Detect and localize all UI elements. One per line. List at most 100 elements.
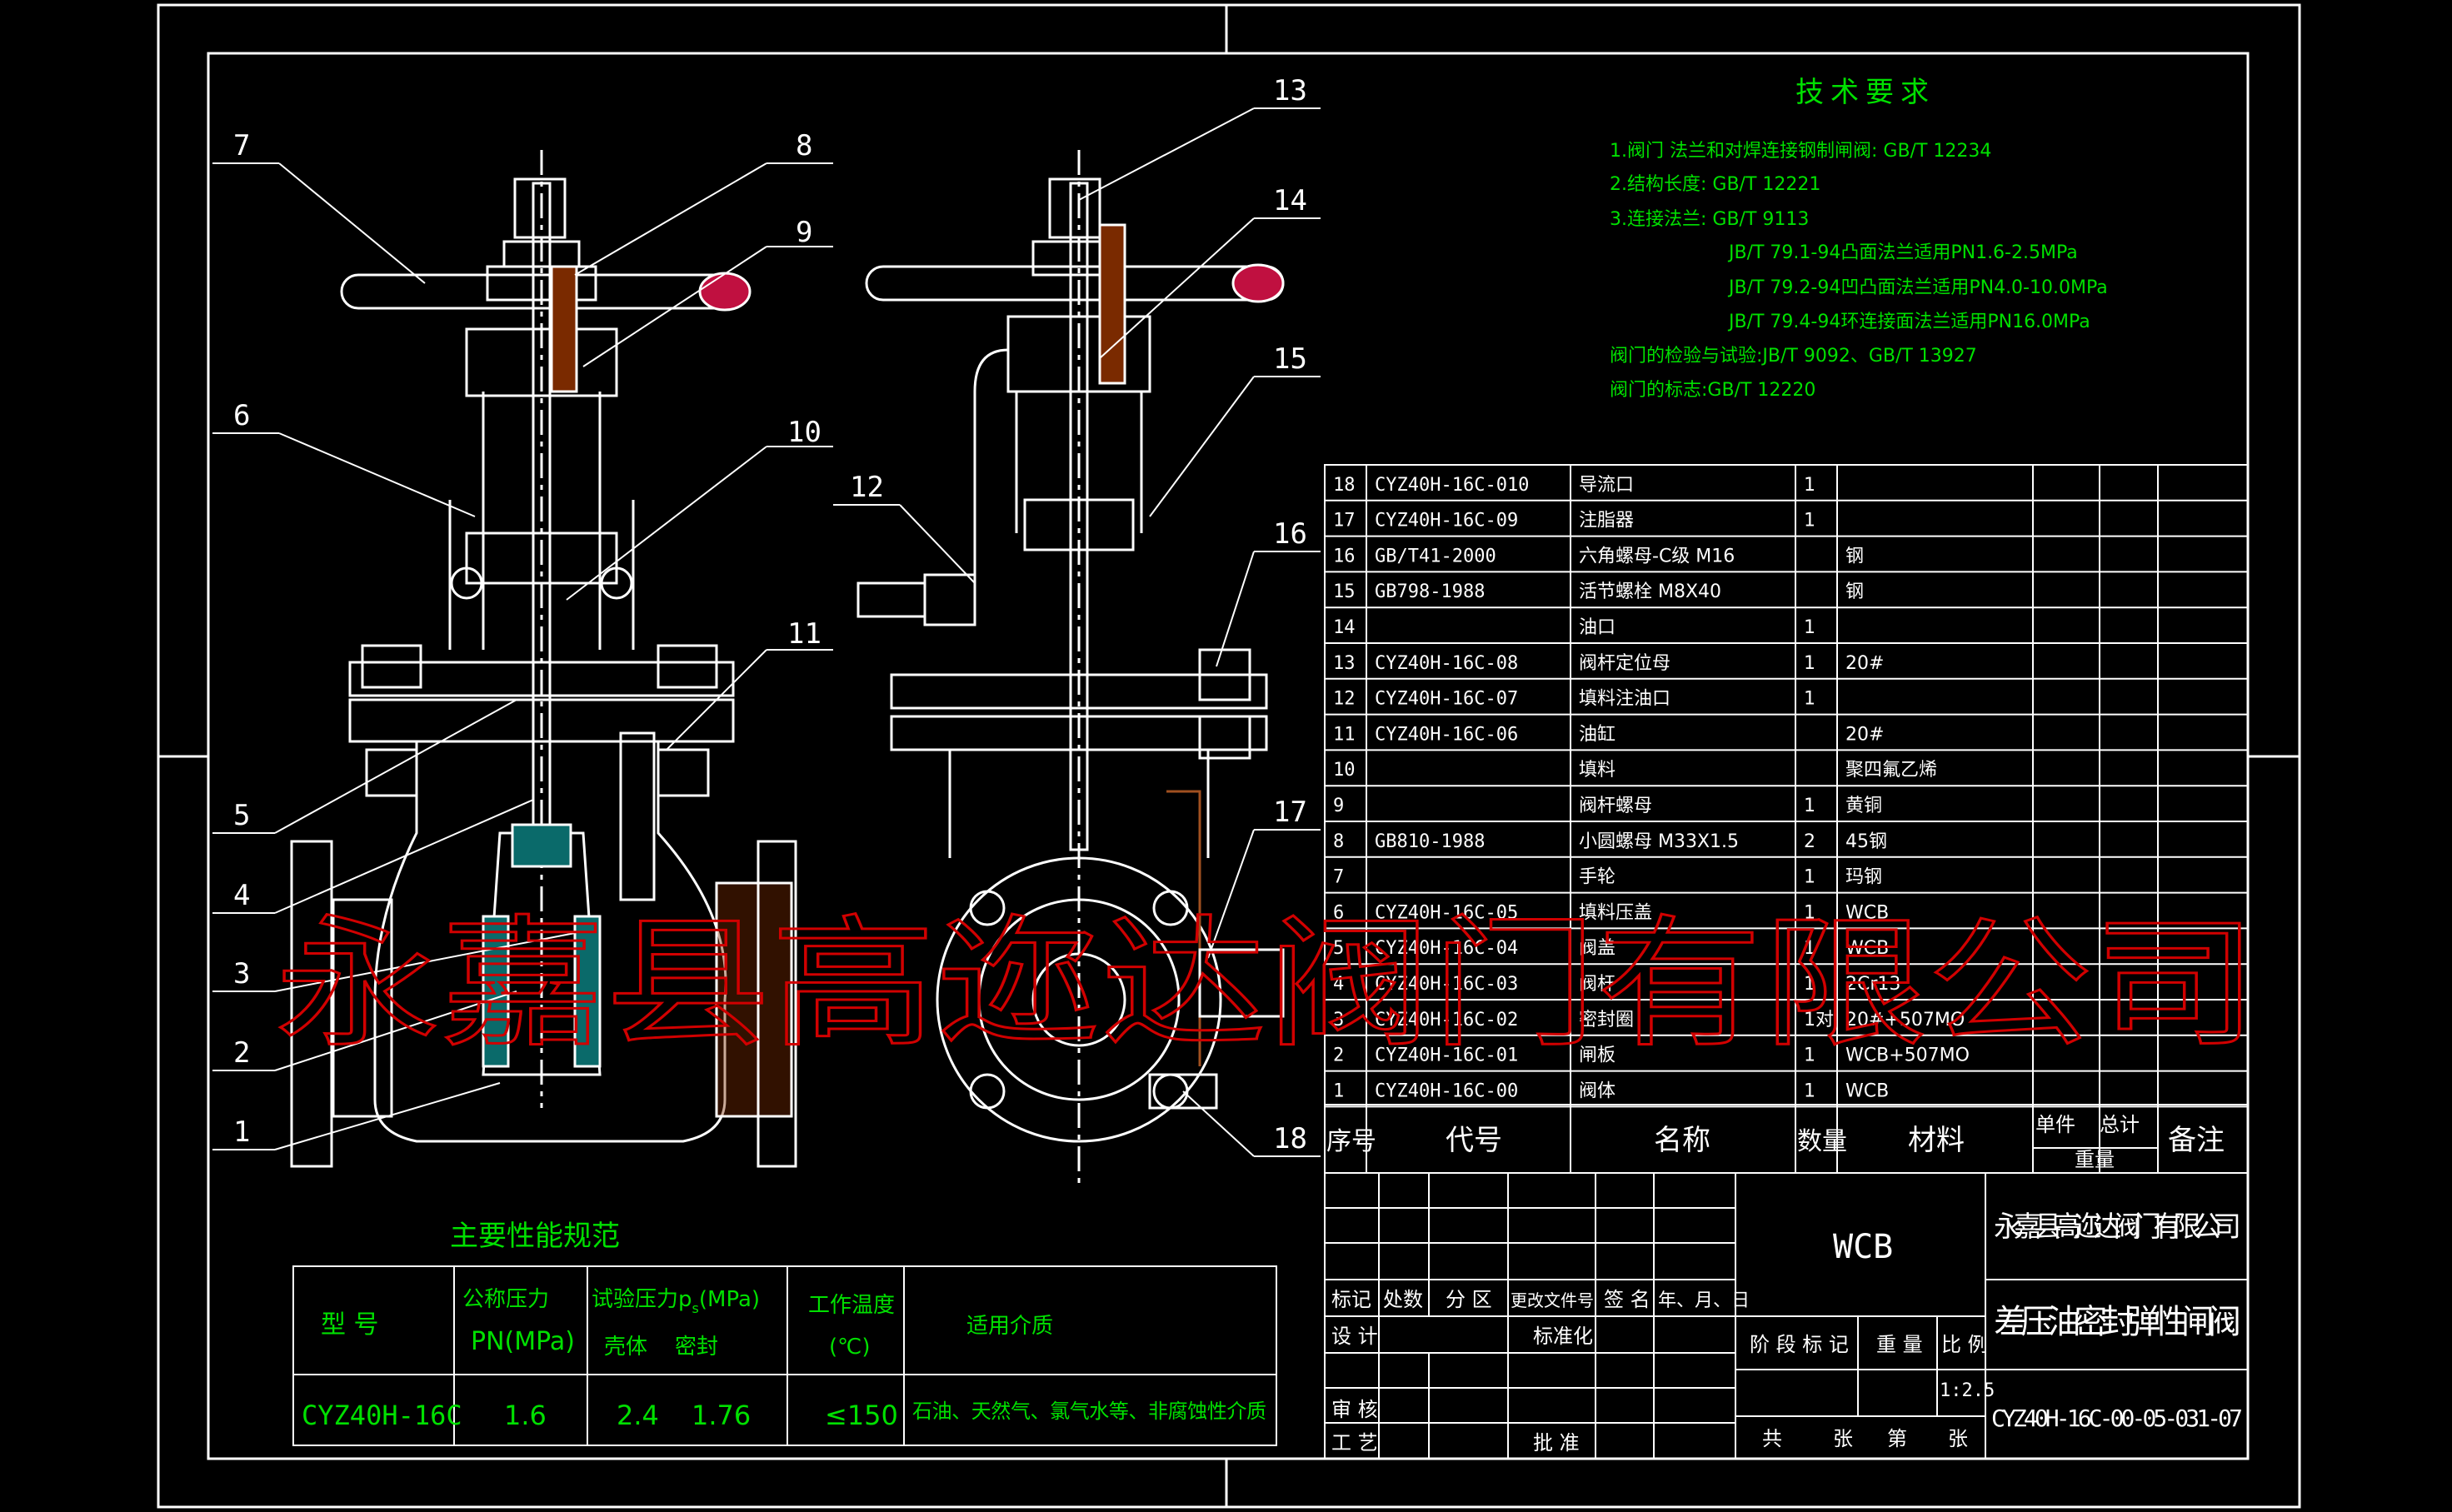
balloon-17: 17	[1273, 796, 1307, 829]
tech-line-8: 阀门的标志:GB/T 12220	[1610, 380, 1815, 401]
parts-row-no: 18	[1333, 475, 1356, 496]
parts-row-name: 注脂器	[1579, 511, 1634, 531]
perf-header-temp1: 工作温度	[808, 1293, 895, 1318]
parts-row-qty: 1	[1804, 511, 1815, 531]
perf-header-pn1: 公称压力	[462, 1287, 549, 1312]
parts-row-name: 阀杆螺母	[1579, 796, 1652, 816]
parts-row-qty: 1	[1804, 902, 1815, 923]
label-zone: 分 区	[1446, 1288, 1492, 1311]
balloon-5: 5	[233, 799, 250, 832]
title-block-grid	[1324, 1172, 2249, 1460]
parts-list-grid	[1324, 464, 2249, 1174]
parts-row-name: 填料	[1579, 760, 1616, 781]
tech-requirements: 技术要求 1.阀门 法兰和对焊连接钢制闸阀: GB/T 12234 2.结构长度…	[1610, 76, 2108, 401]
parts-row-code: CYZ40H-16C-04	[1375, 938, 1518, 959]
perf-row-pn: 1.6	[504, 1400, 547, 1431]
parts-row-no: 2	[1333, 1045, 1344, 1066]
parts-row-name: 闸板	[1579, 1045, 1616, 1066]
parts-row-name: 小圆螺母 M33X1.5	[1579, 831, 1739, 852]
tech-line-1: 1.阀门 法兰和对焊连接钢制闸阀: GB/T 12234	[1610, 141, 1991, 162]
header-qty: 数量	[1797, 1127, 1847, 1156]
header-material: 材料	[1908, 1124, 1965, 1157]
parts-row-material: WCB+507MO	[1845, 1045, 1970, 1066]
parts-row-qty: 1	[1804, 867, 1815, 888]
parts-row-qty: 1对	[1804, 1010, 1834, 1030]
perf-row-shell: 2.4	[617, 1400, 659, 1431]
parts-row-name: 油缸	[1579, 724, 1616, 745]
parts-row-code: CYZ40H-16C-07	[1375, 689, 1518, 710]
label-review: 审 核	[1331, 1398, 1378, 1421]
parts-row-no: 1	[1333, 1080, 1344, 1101]
parts-row-name: 手轮	[1579, 867, 1616, 888]
header-remark: 备注	[2168, 1124, 2225, 1157]
parts-row-code: CYZ40H-16C-02	[1375, 1010, 1518, 1030]
balloon-10: 10	[787, 416, 821, 449]
parts-row-material: 钢	[1845, 546, 1864, 566]
parts-row-qty: 1	[1804, 689, 1815, 710]
tech-line-5: JB/T 79.2-94凹凸面法兰适用PN4.0-10.0MPa	[1727, 277, 2108, 298]
balloon-16: 16	[1273, 517, 1307, 551]
balloon-18: 18	[1273, 1122, 1307, 1155]
parts-row-code: GB810-1988	[1375, 831, 1485, 852]
left-valve-view	[290, 150, 797, 1168]
right-leaders	[833, 107, 1321, 1157]
parts-row-material: 2Cr13	[1845, 974, 1900, 995]
perf-header-medium: 适用介质	[966, 1314, 1053, 1339]
parts-row-qty: 1	[1804, 938, 1815, 959]
label-weight: 重 量	[1876, 1333, 1923, 1356]
parts-row-name: 活节螺栓 M8X40	[1579, 581, 1721, 602]
parts-row-no: 13	[1333, 653, 1356, 674]
company-watermark: 永嘉县高迩达阀门有限公司	[275, 902, 2258, 1067]
performance-title: 主要性能规范	[450, 1220, 620, 1253]
tech-line-7: 阀门的检验与试验:JB/T 9092、GB/T 13927	[1610, 346, 1977, 367]
label-standard: 标准化	[1533, 1325, 1593, 1348]
label-stage: 阶 段 标 记	[1750, 1333, 1849, 1356]
parts-row-name: 油口	[1579, 617, 1616, 638]
parts-row-code: CYZ40H-16C-08	[1375, 653, 1518, 674]
parts-row-name: 填料注油口	[1579, 689, 1670, 710]
parts-row-no: 7	[1333, 867, 1344, 888]
parts-list-header: 序号 代号 名称 数量 材料 单件 总计 重量 备注	[1326, 1113, 2225, 1171]
parts-row-no: 17	[1333, 511, 1356, 531]
perf-header-model: 型 号	[321, 1310, 379, 1340]
balloon-13: 13	[1273, 74, 1307, 107]
outer-border	[157, 3, 2301, 1509]
perf-header-shell: 壳体	[604, 1335, 647, 1360]
balloon-4: 4	[233, 879, 250, 912]
label-design: 设 计	[1331, 1325, 1378, 1348]
parts-row-code: GB798-1988	[1375, 581, 1485, 602]
parts-row-no: 10	[1333, 760, 1356, 781]
parts-row-code: CYZ40H-16C-00	[1375, 1080, 1518, 1101]
balloon-1: 1	[233, 1115, 250, 1149]
parts-row-material: 聚四氟乙烯	[1845, 760, 1937, 781]
parts-row-code: CYZ40H-16C-03	[1375, 974, 1518, 995]
title-block-text: WCB 永嘉县高迩达阀门有限公司 差压油密封弹性闸阀 CYZ40H-16C-00…	[1331, 1210, 2243, 1455]
label-change-doc: 更改文件号	[1511, 1290, 1594, 1310]
balloon-8: 8	[796, 129, 812, 162]
perf-row-seal: 1.76	[692, 1400, 751, 1431]
header-name: 名称	[1654, 1124, 1710, 1157]
balloon-12: 12	[850, 471, 884, 504]
label-process: 工 艺	[1331, 1431, 1378, 1455]
perf-row-medium: 石油、天然气、氯气水等、非腐蚀性介质	[912, 1400, 1266, 1423]
parts-row-material: 20#+507MO	[1845, 1010, 1965, 1030]
parts-row-name: 导流口	[1579, 475, 1634, 496]
parts-row-no: 3	[1333, 1010, 1344, 1030]
parts-row-no: 8	[1333, 831, 1344, 852]
parts-row-code: GB/T41-2000	[1375, 546, 1496, 566]
parts-row-qty: 1	[1804, 617, 1815, 638]
parts-row-name: 密封圈	[1579, 1010, 1634, 1030]
title-scale: 1:2.5	[1940, 1380, 1995, 1401]
parts-row-material: WCB	[1845, 1080, 1889, 1101]
parts-row-qty: 1	[1804, 796, 1815, 816]
parts-row-no: 15	[1333, 581, 1356, 602]
parts-row-name: 阀体	[1579, 1080, 1616, 1101]
title-product: 差压油密封弹性闸阀	[1994, 1303, 2241, 1341]
balloon-14: 14	[1273, 184, 1307, 217]
parts-row-material: 45钢	[1845, 831, 1887, 852]
header-code: 代号	[1446, 1124, 1502, 1157]
parts-row-material: WCB	[1845, 938, 1889, 959]
title-material: WCB	[1833, 1228, 1893, 1266]
